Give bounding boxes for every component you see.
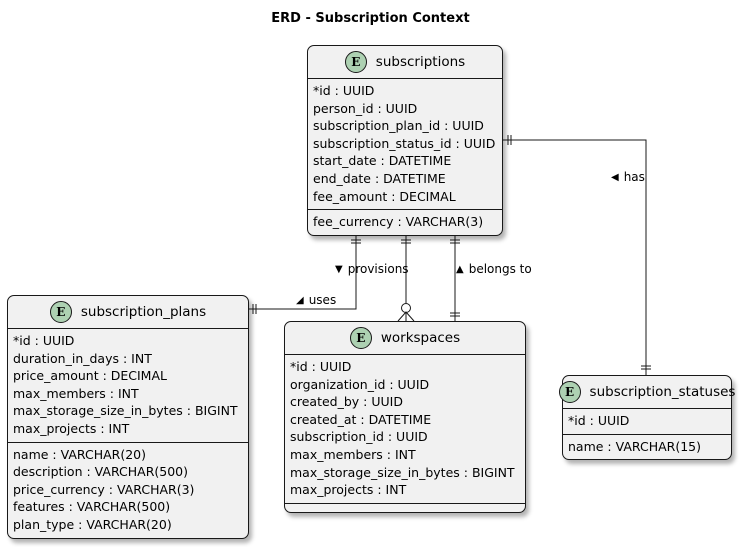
connector-provisions <box>249 236 357 310</box>
relationship-text: provisions <box>347 262 409 276</box>
one-marker <box>252 304 257 314</box>
entity-name: subscription_plans <box>80 304 207 320</box>
attribute-section: *id : UUID organization_id : UUID created_… <box>285 355 525 503</box>
one-marker <box>450 312 460 317</box>
attribute-row: organization_id : UUID <box>290 376 430 392</box>
attribute-row: start_date : DATETIME <box>313 153 452 169</box>
one-marker <box>507 135 512 145</box>
attribute-section <box>285 502 525 512</box>
zero-marker <box>401 303 411 313</box>
entity-badge-icon: E <box>49 301 72 323</box>
attribute-row: price_amount : DECIMAL <box>13 368 167 384</box>
attribute-row: max_members : INT <box>13 385 139 401</box>
attribute-row: *id : UUID <box>568 413 630 428</box>
direction-arrow-icon: ▼ <box>335 263 343 275</box>
relationship-label-has: ◀ has <box>611 170 645 184</box>
attribute-section: fee_currency : VARCHAR(3) <box>308 209 502 235</box>
many-marker <box>397 311 415 322</box>
relationship-label-provisions: ▼ provisions <box>335 262 409 276</box>
attribute-row: fee_currency : VARCHAR(3) <box>313 214 484 230</box>
direction-arrow-icon: ▲ <box>456 263 464 275</box>
attribute-row: *id : UUID <box>313 83 375 98</box>
attribute-row: max_members : INT <box>290 446 416 462</box>
attribute-row: max_projects : INT <box>290 482 407 498</box>
diagram-title: ERD - Subscription Context <box>271 11 470 26</box>
attribute-row: duration_in_days : INT <box>13 350 152 366</box>
direction-arrow-icon: ◀ <box>611 171 619 183</box>
attribute-row: person_id : UUID <box>313 100 418 116</box>
entity-name: subscriptions <box>375 54 466 70</box>
attribute-row: fee_amount : DECIMAL <box>313 188 456 204</box>
attribute-row: name : VARCHAR(15) <box>568 438 701 454</box>
entity-badge-icon: E <box>349 327 372 349</box>
attribute-row: *id : UUID <box>13 333 75 348</box>
attribute-row: *id : UUID <box>290 359 352 374</box>
relationship-text: has <box>623 170 645 184</box>
attribute-row: created_at : DATETIME <box>290 411 432 427</box>
relationship-text: uses <box>308 293 337 307</box>
attribute-row: max_projects : INT <box>13 420 130 436</box>
attribute-row: max_storage_size_in_bytes : BIGINT <box>290 464 515 480</box>
attribute-row: subscription_status_id : UUID <box>313 135 496 151</box>
attribute-row: price_currency : VARCHAR(3) <box>13 481 195 497</box>
one-marker <box>351 239 361 244</box>
attribute-row: name : VARCHAR(20) <box>13 446 146 462</box>
entity-badge-icon: E <box>344 51 367 73</box>
attribute-section: *id : UUID <box>563 409 731 434</box>
attribute-row: subscription_plan_id : UUID <box>313 118 484 134</box>
attribute-row: end_date : DATETIME <box>313 170 446 186</box>
attribute-section: name : VARCHAR(15) <box>563 433 731 460</box>
attribute-section: name : VARCHAR(20) description : VARCHAR(… <box>8 441 248 538</box>
attribute-section: *id : UUID duration_in_days : INT price_am… <box>8 329 248 442</box>
one-marker <box>401 239 411 244</box>
attribute-row: plan_type : VARCHAR(20) <box>13 516 172 532</box>
attribute-row: created_by : UUID <box>290 394 403 410</box>
attribute-row: subscription_id : UUID <box>290 429 428 445</box>
attribute-row: max_storage_size_in_bytes : BIGINT <box>13 403 238 419</box>
entity-name: subscription_statuses <box>589 384 736 400</box>
attribute-row: description : VARCHAR(500) <box>13 464 188 480</box>
connector-has <box>503 139 647 375</box>
one-marker <box>641 365 651 370</box>
relationship-label-belongs_to: ▲ belongs to <box>456 262 532 276</box>
one-marker <box>450 239 460 244</box>
entity-badge-icon: E <box>558 381 581 403</box>
relationship-label-uses: ◢ uses <box>296 293 336 307</box>
relationship-text: belongs to <box>468 262 532 276</box>
direction-arrow-icon: ◢ <box>296 294 304 306</box>
entity-name: workspaces <box>380 330 461 346</box>
attribute-section: *id : UUID person_id : UUID subscription_p… <box>308 79 502 209</box>
attribute-row: features : VARCHAR(500) <box>13 499 171 515</box>
